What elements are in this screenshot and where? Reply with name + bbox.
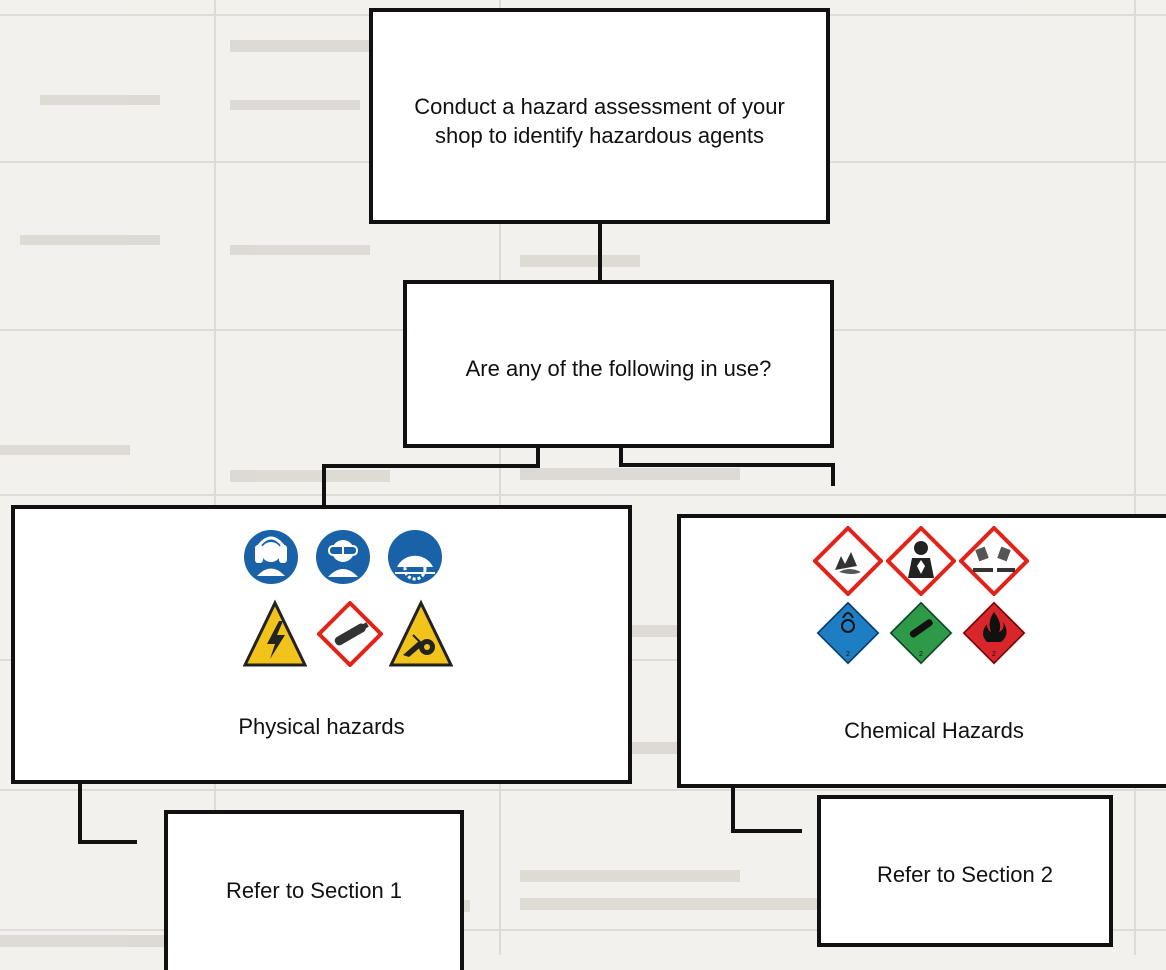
svg-text:2: 2 bbox=[846, 651, 850, 658]
section-1-reference: Refer to Section 1 bbox=[164, 810, 464, 970]
connector-physical-to-section1 bbox=[78, 782, 137, 844]
environment-hazard-icon bbox=[813, 526, 883, 596]
non-flammable-gas-2-2-icon: 2 bbox=[813, 598, 883, 668]
flammable-gas-icon: 2 bbox=[959, 598, 1029, 668]
section-1-text: Refer to Section 1 bbox=[225, 878, 403, 903]
hazards-in-use-question: Are any of the following in use? bbox=[403, 280, 834, 448]
physical-hazards-branch: Physical hazards bbox=[11, 505, 632, 784]
corrosive-icon bbox=[959, 526, 1029, 596]
hearing-protection-icon bbox=[244, 530, 298, 584]
machinery-entanglement-icon bbox=[389, 599, 453, 667]
gas-cylinder-icon bbox=[317, 601, 383, 667]
saw-blade-guard-icon bbox=[388, 530, 442, 584]
hazard-assessment-text: Conduct a hazard assessment of your shop… bbox=[373, 92, 826, 150]
section-2-reference: Refer to Section 2 bbox=[817, 795, 1113, 947]
eye-protection-goggles-icon bbox=[316, 530, 370, 584]
physical-hazards-label: Physical hazards bbox=[238, 714, 405, 739]
hazard-assessment-line-1: Conduct a hazard assessment of your bbox=[414, 94, 785, 119]
svg-text:2: 2 bbox=[919, 651, 923, 658]
connector-chemical-to-section2 bbox=[731, 786, 802, 833]
svg-text:2: 2 bbox=[992, 651, 996, 658]
chemical-hazards-label: Chemical Hazards bbox=[844, 718, 1024, 743]
question-text: Are any of the following in use? bbox=[465, 356, 772, 381]
health-hazard-icon bbox=[886, 526, 956, 596]
hazard-assessment-line-2: shop to identify hazardous agents bbox=[434, 123, 764, 149]
hazard-assessment-step: Conduct a hazard assessment of your shop… bbox=[369, 8, 830, 224]
non-flammable-gas-2-icon: 2 bbox=[886, 598, 956, 668]
connector-question-to-chemical bbox=[619, 446, 835, 486]
chemical-hazards-branch: 2 2 2 Chemical Hazards bbox=[677, 514, 1166, 788]
electrical-hazard-icon bbox=[243, 599, 307, 667]
section-2-text: Refer to Section 2 bbox=[876, 862, 1054, 887]
connector-question-to-physical bbox=[322, 446, 540, 507]
